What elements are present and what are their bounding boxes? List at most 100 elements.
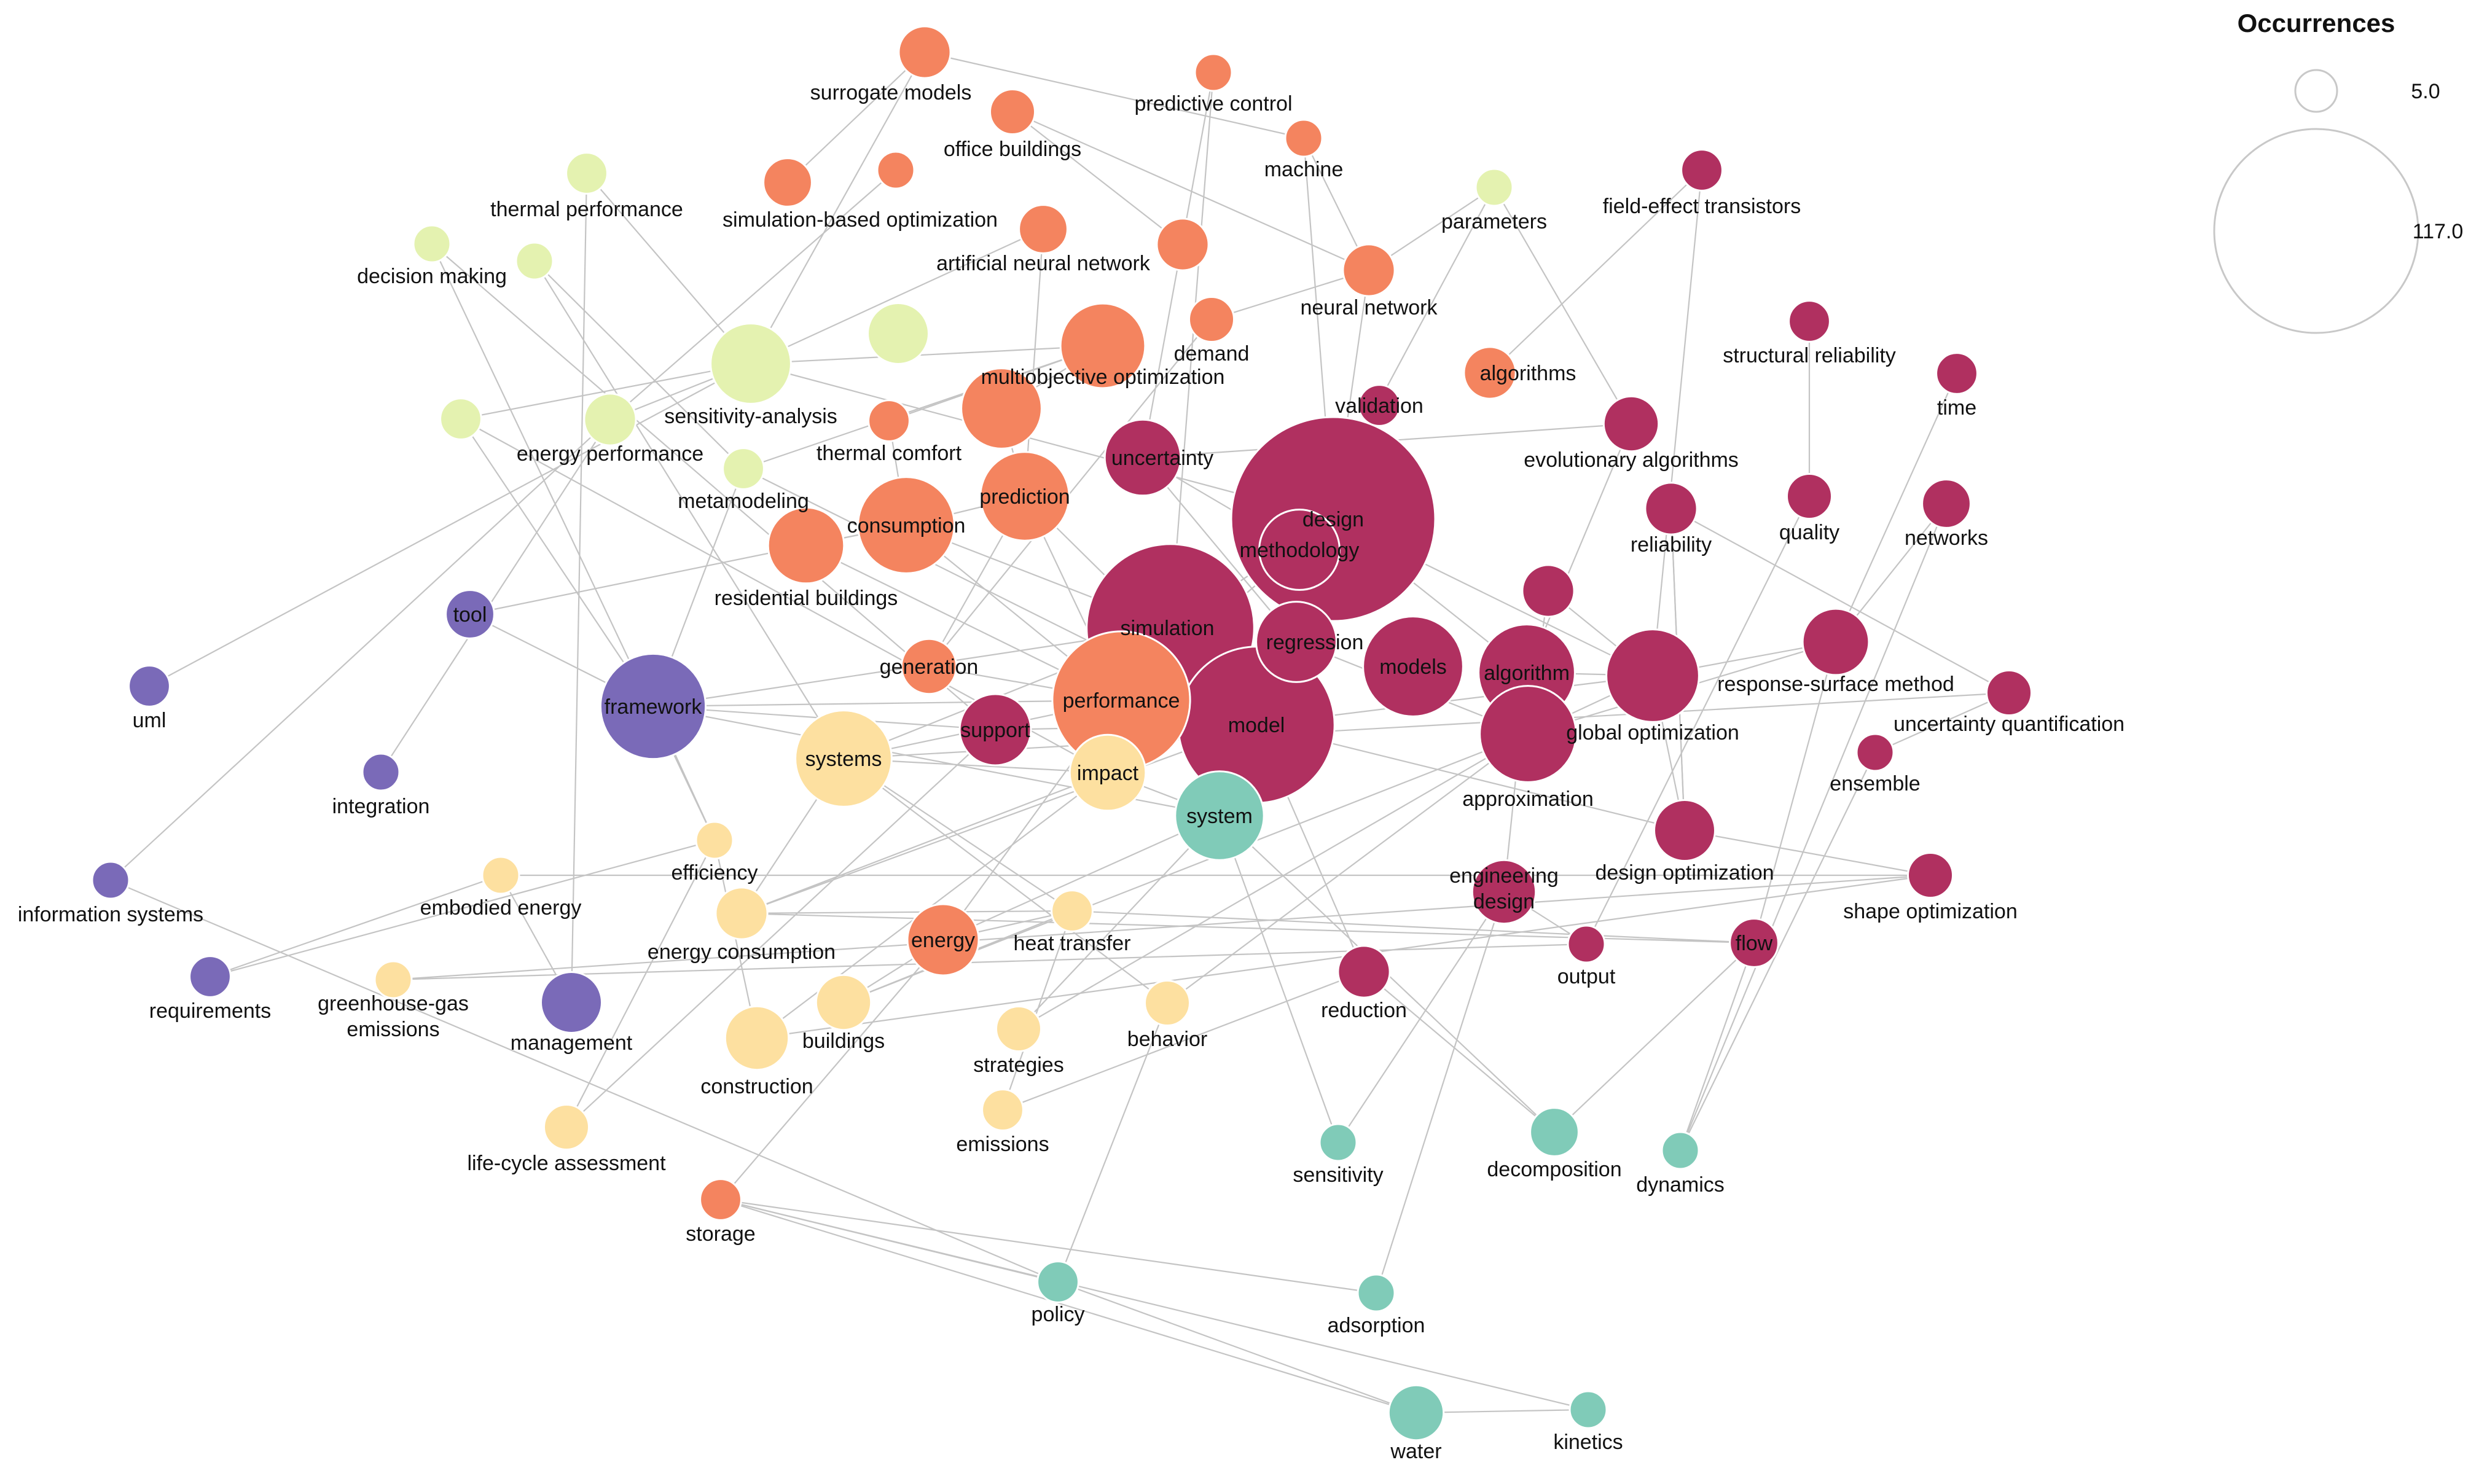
- node-storage[interactable]: [699, 1178, 742, 1221]
- node-information-systems[interactable]: [91, 861, 130, 900]
- node-sensitivity[interactable]: [1318, 1123, 1358, 1162]
- node-efficiency[interactable]: [695, 821, 734, 860]
- node-greenhouse-gas-emissions[interactable]: [374, 960, 413, 999]
- node-unnamed-green-left[interactable]: [439, 397, 482, 440]
- node-adsorption[interactable]: [1357, 1273, 1396, 1313]
- edge-surrogate-models--simulation-based-optimization: [787, 52, 925, 183]
- node-neural-network[interactable]: [1342, 243, 1396, 297]
- node-embodied-energy[interactable]: [481, 856, 520, 895]
- node-uncertainty-quantification[interactable]: [1986, 670, 2032, 716]
- node-unnamed-green-mid[interactable]: [867, 302, 930, 365]
- node-tool[interactable]: [445, 589, 495, 639]
- node-surrogate-models[interactable]: [898, 25, 952, 79]
- node-parameters[interactable]: [1475, 168, 1514, 207]
- label-predictive-control: predictive control: [1134, 92, 1292, 115]
- label-system: system: [1186, 805, 1253, 828]
- node-multiobjective-optimization[interactable]: [1059, 302, 1146, 389]
- node-systems[interactable]: [794, 709, 893, 808]
- node-integration[interactable]: [361, 752, 401, 792]
- node-unnamed-orange-2[interactable]: [1156, 217, 1210, 271]
- node-methodology[interactable]: [1258, 509, 1341, 591]
- node-flow[interactable]: [1729, 918, 1779, 968]
- node-unnamed-orange-small[interactable]: [876, 150, 915, 190]
- edge-sensitivity-analysis--thermal-performance: [586, 173, 751, 364]
- node-ensemble[interactable]: [1855, 733, 1895, 772]
- node-approximation[interactable]: [1479, 685, 1577, 783]
- label-uncertainty-quantification: uncertainty quantification: [1894, 713, 2125, 736]
- node-models[interactable]: [1362, 615, 1464, 717]
- legend-max-value: 117.0: [2413, 220, 2464, 243]
- node-unnamed-maroon[interactable]: [1521, 564, 1575, 618]
- label-reliability: reliability: [1631, 533, 1712, 556]
- node-field-effect-transistors[interactable]: [1680, 149, 1723, 192]
- node-unnamed-green-small[interactable]: [515, 241, 554, 281]
- node-consumption[interactable]: [857, 476, 955, 574]
- node-water[interactable]: [1387, 1384, 1445, 1442]
- edge-efficiency--life-cycle-assessment: [566, 840, 715, 1128]
- node-output[interactable]: [1567, 924, 1606, 964]
- node-dynamics[interactable]: [1661, 1131, 1700, 1170]
- node-life-cycle-assessment[interactable]: [543, 1104, 590, 1150]
- node-heat-transfer[interactable]: [1051, 889, 1094, 932]
- edge-shape-optimization--greenhouse-gas-emissions: [393, 874, 1931, 981]
- node-global-optimization[interactable]: [1605, 628, 1700, 723]
- node-buildings[interactable]: [815, 974, 872, 1031]
- node-metamodeling[interactable]: [722, 447, 765, 490]
- node-sensitivity-analysis[interactable]: [710, 322, 792, 405]
- node-quality[interactable]: [1786, 473, 1833, 520]
- label-storage: storage: [686, 1222, 755, 1246]
- label-simulation: simulation: [1120, 617, 1214, 640]
- node-decomposition[interactable]: [1529, 1107, 1580, 1157]
- node-time[interactable]: [1935, 352, 1978, 395]
- node-networks[interactable]: [1921, 478, 1972, 529]
- edge-multiobjective-optimization--sensitivity-analysis: [750, 345, 1103, 365]
- node-machine[interactable]: [1284, 119, 1323, 158]
- node-uml[interactable]: [128, 665, 171, 708]
- node-evolutionary-algorithms[interactable]: [1602, 395, 1660, 453]
- node-decision-making[interactable]: [412, 224, 452, 264]
- label-energy-consumption: energy consumption: [648, 940, 836, 964]
- node-artificial-neural-network[interactable]: [1018, 204, 1068, 254]
- node-design-optimization[interactable]: [1653, 799, 1716, 862]
- edge-unnamed-green-left--framework: [460, 418, 654, 707]
- node-thermal-performance[interactable]: [565, 152, 608, 195]
- label-networks: networks: [1905, 526, 1988, 550]
- node-response-surface-method[interactable]: [1801, 607, 1870, 676]
- node-validation[interactable]: [1358, 384, 1401, 427]
- node-construction[interactable]: [724, 1005, 790, 1071]
- label-model: model: [1228, 714, 1285, 737]
- node-thermal-comfort[interactable]: [868, 399, 911, 442]
- node-strategies[interactable]: [995, 1006, 1042, 1052]
- node-residential-buildings[interactable]: [767, 506, 845, 585]
- node-kinetics[interactable]: [1569, 1390, 1608, 1429]
- node-engineering-design[interactable]: [1471, 859, 1537, 925]
- label-heat-transfer: heat transfer: [1014, 932, 1131, 955]
- node-policy[interactable]: [1036, 1260, 1079, 1303]
- node-energy[interactable]: [906, 903, 980, 977]
- node-shape-optimization[interactable]: [1907, 852, 1954, 899]
- node-uncertainty[interactable]: [1103, 418, 1182, 497]
- node-predictive-control[interactable]: [1194, 53, 1233, 92]
- node-system[interactable]: [1174, 770, 1265, 861]
- node-demand[interactable]: [1188, 296, 1235, 343]
- node-energy-performance[interactable]: [583, 392, 637, 447]
- node-regression[interactable]: [1255, 601, 1337, 683]
- edge-surrogate-models--sensitivity-analysis: [750, 52, 925, 364]
- node-structural-reliability[interactable]: [1788, 300, 1831, 343]
- node-support[interactable]: [958, 693, 1032, 767]
- node-energy-consumption[interactable]: [715, 886, 769, 940]
- node-reduction[interactable]: [1337, 945, 1391, 999]
- node-emissions[interactable]: [981, 1088, 1024, 1131]
- node-algorithms[interactable]: [1463, 346, 1517, 400]
- node-office-buildings[interactable]: [989, 88, 1036, 135]
- node-reliability[interactable]: [1644, 482, 1698, 536]
- node-prediction[interactable]: [979, 451, 1070, 542]
- node-framework[interactable]: [599, 652, 707, 760]
- node-requirements[interactable]: [189, 955, 232, 998]
- node-unnamed-orange[interactable]: [960, 367, 1043, 450]
- node-simulation-based-optimization[interactable]: [762, 157, 813, 208]
- node-behavior[interactable]: [1144, 980, 1191, 1026]
- node-management[interactable]: [540, 971, 603, 1034]
- node-impact[interactable]: [1068, 733, 1147, 812]
- node-generation[interactable]: [900, 638, 958, 695]
